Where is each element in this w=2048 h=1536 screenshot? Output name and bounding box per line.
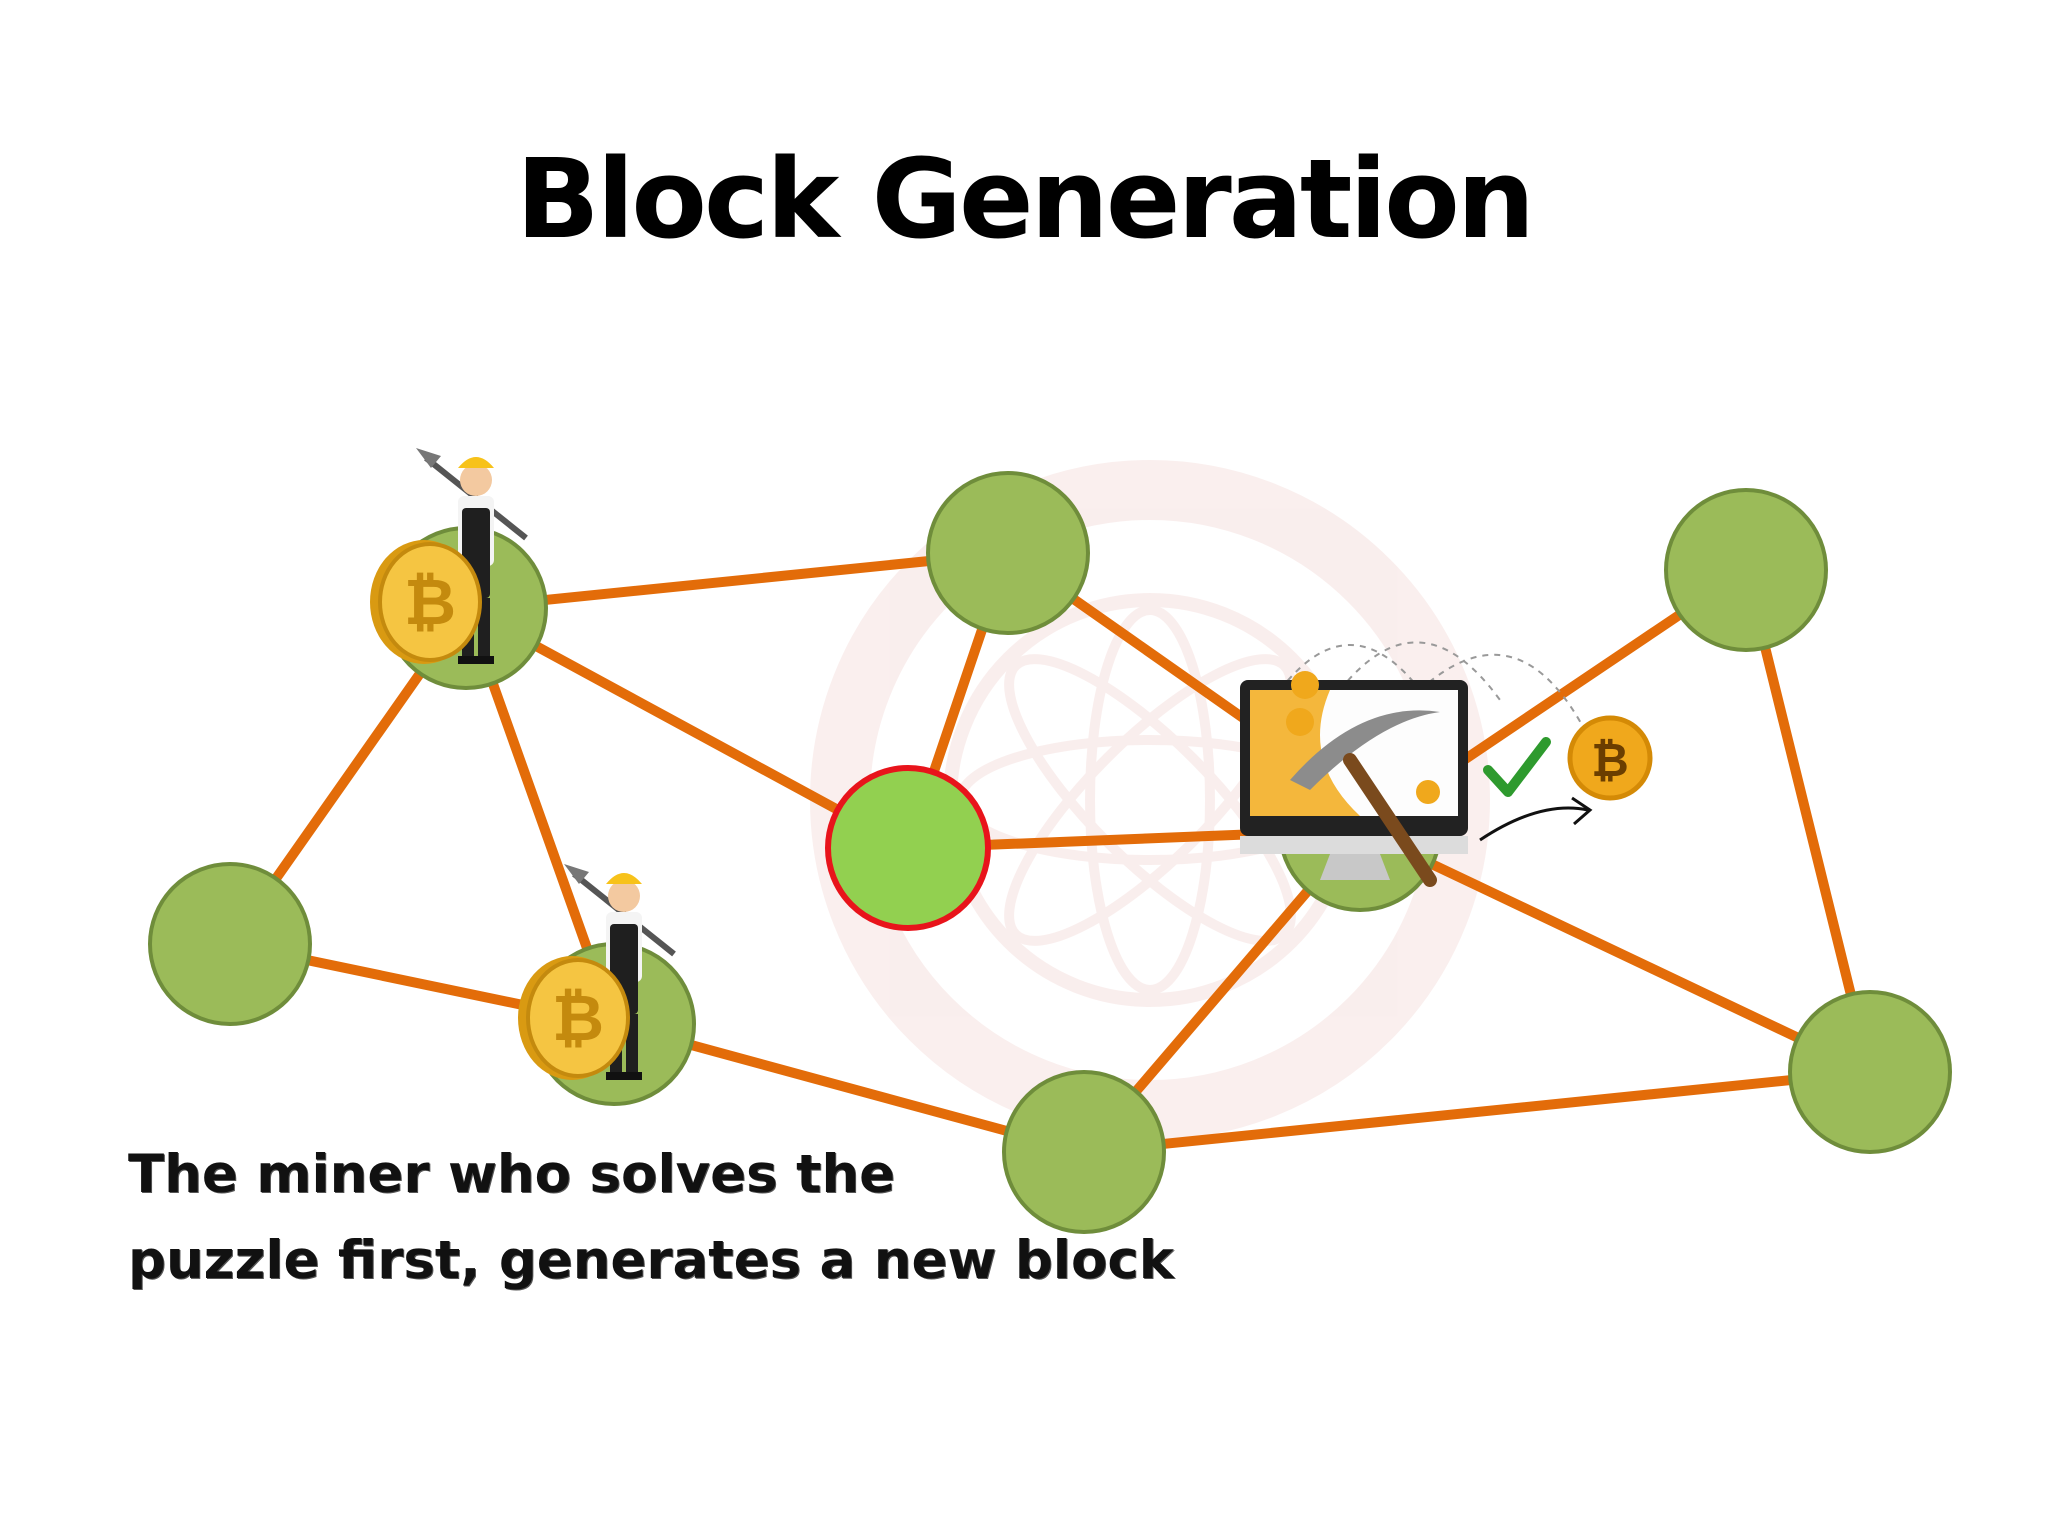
edge bbox=[1079, 1067, 1875, 1157]
node-top-right bbox=[1664, 488, 1828, 652]
edge bbox=[1741, 565, 1875, 1077]
miner-with-pickaxe-icon: ₿ bbox=[370, 448, 528, 664]
node-new-block bbox=[825, 765, 991, 931]
mining-computer-icon bbox=[1240, 641, 1591, 887]
edge bbox=[461, 603, 913, 853]
edge bbox=[461, 548, 1013, 613]
check-icon bbox=[1483, 737, 1551, 797]
miner-with-pickaxe-icon: ₿ bbox=[518, 864, 676, 1080]
slide-title: Block Generation bbox=[515, 135, 1535, 263]
edge bbox=[1355, 825, 1875, 1077]
node-left bbox=[148, 862, 312, 1026]
bitcoin-coin-icon: ₿ bbox=[370, 540, 482, 664]
bitcoin-coin-icon: ₿ bbox=[1567, 715, 1653, 801]
caption: The miner who solves the puzzle first, g… bbox=[128, 1132, 1228, 1304]
node-bottom-center bbox=[1002, 1070, 1166, 1234]
node-top-center bbox=[926, 471, 1090, 635]
svg-text:₿: ₿ bbox=[552, 982, 604, 1056]
bitcoin-coin-icon: ₿ bbox=[518, 956, 630, 1080]
curved-arrow-icon bbox=[1479, 796, 1593, 842]
node-bottom-right bbox=[1788, 990, 1952, 1154]
caption-line-2: puzzle first, generates a new block bbox=[128, 1230, 1175, 1291]
caption-line-1: The miner who solves the bbox=[128, 1144, 896, 1205]
svg-text:₿: ₿ bbox=[1591, 733, 1629, 787]
svg-text:₿: ₿ bbox=[404, 566, 456, 640]
